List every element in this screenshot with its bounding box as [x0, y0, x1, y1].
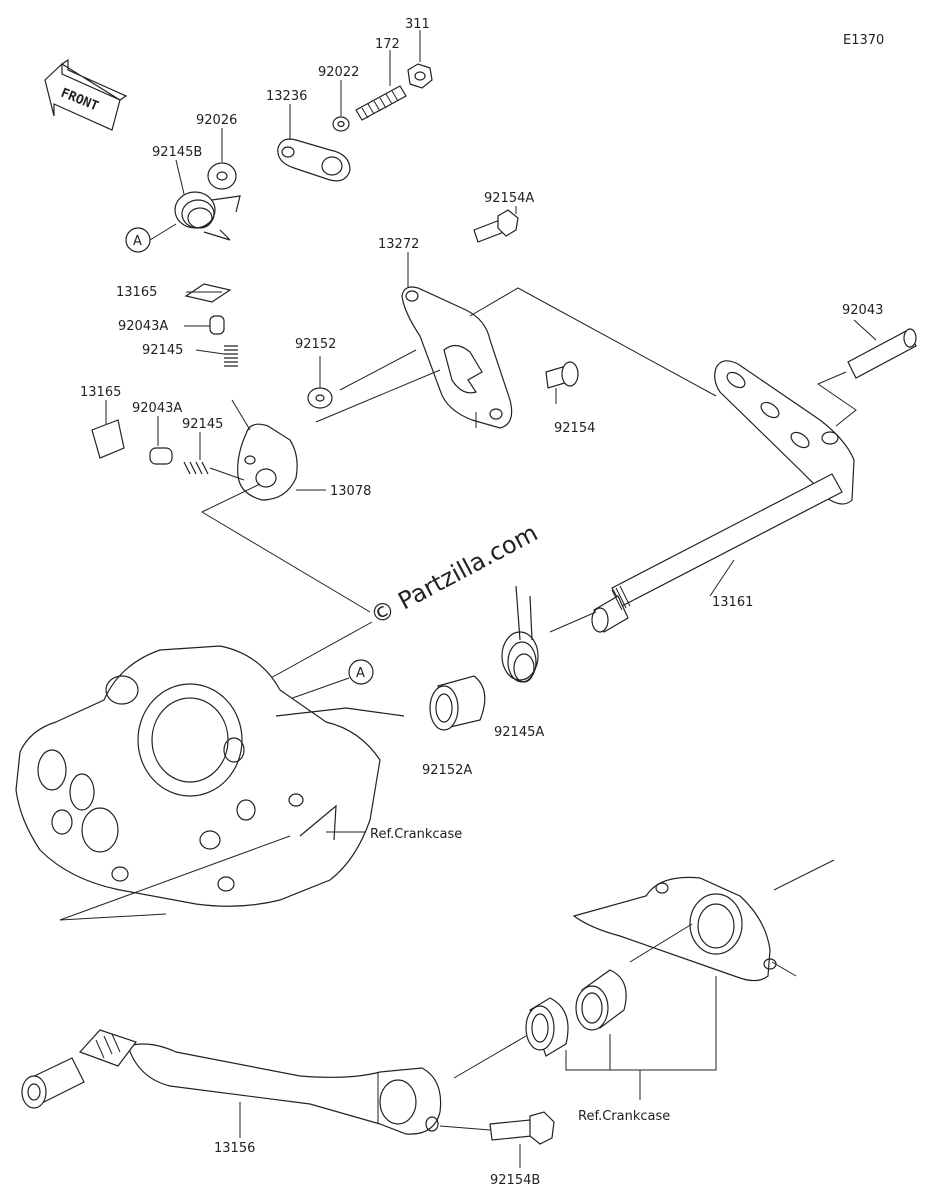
collar-92152A: [429, 675, 486, 731]
shaft-13161: [591, 473, 843, 633]
label-13272: 13272: [378, 237, 419, 252]
oil-seal: [525, 997, 569, 1057]
diagram-code: E1370: [843, 33, 884, 48]
crankcase-right: [572, 876, 777, 982]
washer-92022: [332, 116, 350, 132]
crankcase-left: [15, 645, 405, 907]
pin-92043: [847, 328, 917, 379]
label-92152A: 92152A: [422, 763, 472, 778]
label-92043: 92043: [842, 303, 883, 318]
washer-92026: [207, 162, 237, 190]
ref-marker-a-mid-label: A: [356, 666, 365, 681]
label-92145-left: 92145: [182, 417, 223, 432]
link-13236: [277, 138, 351, 182]
ref-marker-a-mid: [348, 659, 374, 685]
washer-92152: [307, 387, 333, 409]
label-172: 172: [375, 37, 400, 52]
label-13236: 13236: [266, 89, 307, 104]
stopper-13165-top: [184, 283, 232, 303]
shift-pedal-13156: [21, 1029, 442, 1135]
label-92145-top: 92145: [142, 343, 183, 358]
spring-92145-left: [183, 461, 209, 475]
ref-marker-a-top-label: A: [133, 234, 142, 249]
label-92043A-top: 92043A: [118, 319, 168, 334]
label-92145A: 92145A: [494, 725, 544, 740]
label-13161: 13161: [712, 595, 753, 610]
shift-lever-plate: [714, 360, 855, 505]
label-92154: 92154: [554, 421, 595, 436]
label-92154A: 92154A: [484, 191, 534, 206]
label-13078: 13078: [330, 484, 371, 499]
label-92154B: 92154B: [490, 1173, 540, 1188]
label-13165-top: 13165: [116, 285, 157, 300]
spring-92145B: [174, 191, 241, 241]
label-13156: 13156: [214, 1141, 255, 1156]
bolt-92154B: [489, 1111, 555, 1145]
watermark: © Partzilla.com: [366, 519, 543, 631]
stopper-13165-left: [91, 419, 125, 459]
spring-92145A: [501, 585, 539, 683]
bolt-92154: [545, 361, 579, 389]
nut-311: [407, 63, 433, 89]
label-92026: 92026: [196, 113, 237, 128]
label-92022: 92022: [318, 65, 359, 80]
plate-13272: [401, 286, 513, 429]
front-arrow-icon: FRONT: [44, 58, 128, 131]
label-92145B: 92145B: [152, 145, 202, 160]
bearing: [575, 969, 627, 1031]
label-92043A-left: 92043A: [132, 401, 182, 416]
stud-172: [355, 85, 407, 121]
spring-92145-top: [224, 345, 238, 367]
label-ref-crankcase-1: Ref.Crankcase: [370, 827, 462, 842]
pin-92043A-left: [149, 447, 173, 465]
gear-13078: [237, 423, 298, 501]
label-311: 311: [405, 17, 430, 32]
pin-92043A-top: [209, 315, 225, 335]
label-92152: 92152: [295, 337, 336, 352]
label-ref-crankcase-2: Ref.Crankcase: [578, 1109, 670, 1124]
label-13165-left: 13165: [80, 385, 121, 400]
bolt-92154A: [473, 209, 519, 243]
